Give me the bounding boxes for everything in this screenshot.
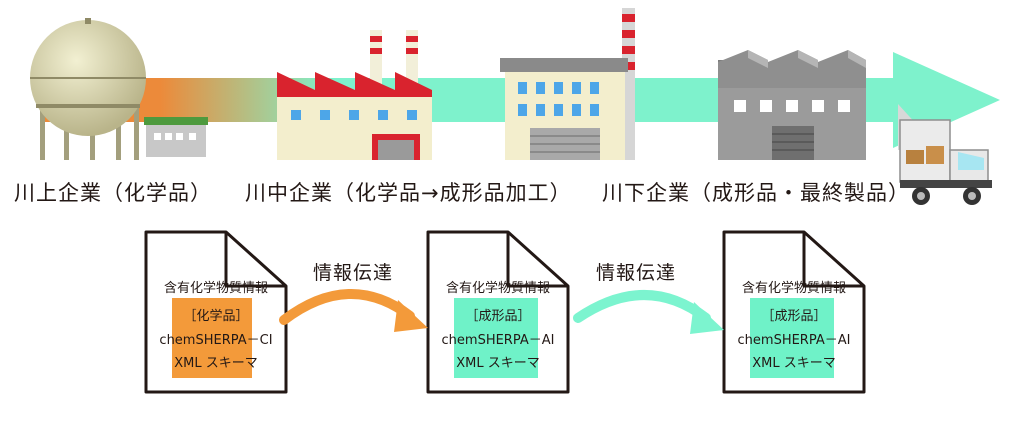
doc2-title: 含有化学物質情報 [445, 281, 550, 296]
upstream-label: 川上企業（化学品） [14, 181, 212, 205]
downstream-label: 川下企業（成形品・最終製品） [602, 181, 910, 205]
midstream-label: 川中企業（化学品→成形品加工） [245, 181, 572, 205]
flow-arrow-2 [573, 290, 724, 334]
doc3-format: chemSHERPA－AI [737, 333, 851, 348]
document-chemical [144, 230, 288, 394]
flow-arrow-1 [279, 288, 428, 332]
document-article-midstream [426, 230, 570, 394]
doc1-title: 含有化学物質情報 [163, 281, 268, 296]
doc1-schema: XML スキーマ [174, 356, 258, 371]
small-warehouse-icon [144, 117, 208, 157]
doc2-schema: XML スキーマ [456, 356, 540, 371]
flow-label-1: 情報伝達 [313, 262, 394, 284]
plant-building-icon [500, 8, 635, 160]
doc1-category: ［化学品］ [183, 309, 249, 324]
delivery-truck-icon [898, 104, 992, 205]
chemical-tank-icon [30, 18, 146, 160]
assembly-plant-icon [718, 50, 866, 160]
factory-icon [277, 30, 432, 160]
doc3-title: 含有化学物質情報 [741, 281, 846, 296]
doc3-schema: XML スキーマ [752, 356, 836, 371]
doc1-format: chemSHERPA－CI [159, 333, 273, 348]
doc2-format: chemSHERPA－AI [441, 333, 555, 348]
doc2-category: ［成形品］ [465, 309, 531, 324]
flow-label-2: 情報伝達 [596, 262, 677, 284]
document-article-downstream [722, 230, 866, 394]
doc3-category: ［成形品］ [761, 309, 827, 324]
